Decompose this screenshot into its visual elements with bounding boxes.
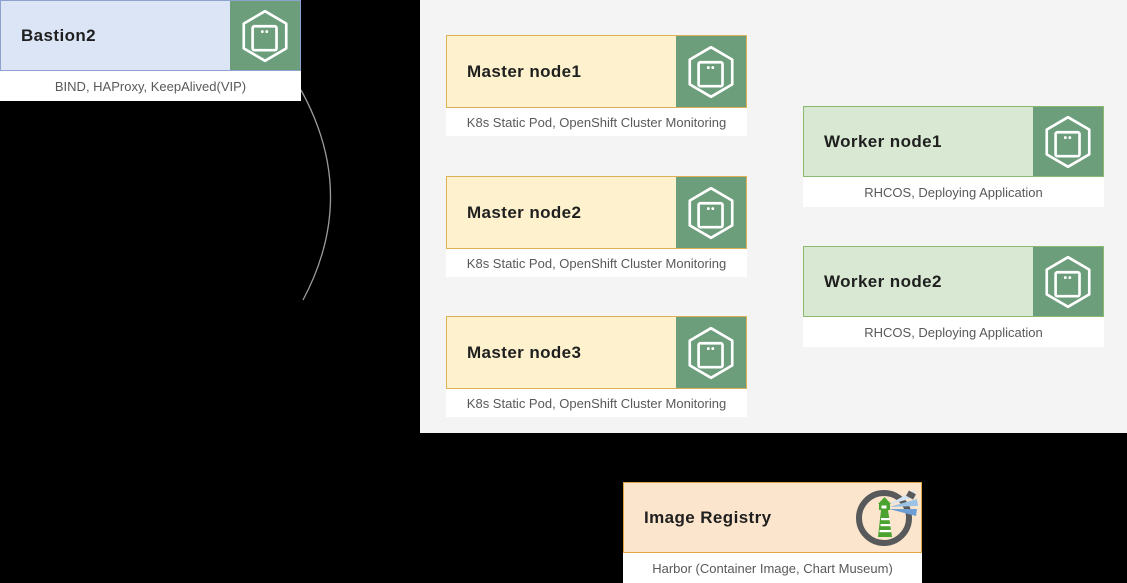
kubernetes-node-icon (676, 177, 746, 248)
node-bastion2-box: Bastion2 (0, 0, 301, 71)
node-subtitle: K8s Static Pod, OpenShift Cluster Monito… (446, 108, 747, 136)
node-title: Worker node1 (824, 131, 942, 151)
node-subtitle: RHCOS, Deploying Application (803, 177, 1104, 207)
node-master3: Master node3 K8s Static Pod, OpenShift C… (446, 316, 747, 417)
node-title: Master node2 (467, 202, 582, 222)
node-worker1: Worker node1 RHCOS, Deploying Applicatio… (803, 106, 1104, 207)
node-title: Bastion2 (21, 25, 96, 45)
node-title: Worker node2 (824, 271, 942, 291)
node-master1-box: Master node1 (446, 35, 747, 108)
node-title: Image Registry (644, 507, 772, 527)
kubernetes-node-icon (676, 36, 746, 107)
node-image-registry: Image Registry Harbor (Cont (623, 482, 922, 583)
node-worker1-box: Worker node1 (803, 106, 1104, 177)
kubernetes-node-icon (1033, 247, 1103, 316)
node-master2-box: Master node2 (446, 176, 747, 249)
node-master2: Master node2 K8s Static Pod, OpenShift C… (446, 176, 747, 277)
node-subtitle: K8s Static Pod, OpenShift Cluster Monito… (446, 249, 747, 277)
harbor-logo-icon (851, 483, 921, 552)
node-title: Master node3 (467, 342, 582, 362)
kubernetes-node-icon (676, 317, 746, 388)
node-master3-box: Master node3 (446, 316, 747, 389)
node-subtitle: Harbor (Container Image, Chart Museum) (623, 553, 922, 583)
node-title: Master node1 (467, 61, 582, 81)
node-worker2: Worker node2 RHCOS, Deploying Applicatio… (803, 246, 1104, 347)
node-worker2-box: Worker node2 (803, 246, 1104, 317)
node-image-registry-box: Image Registry (623, 482, 922, 553)
bastion-connector-arc (300, 89, 332, 301)
node-subtitle: K8s Static Pod, OpenShift Cluster Monito… (446, 389, 747, 417)
node-bastion2: Bastion2 BIND, HAProxy, KeepAlived(VIP) (0, 0, 301, 101)
kubernetes-node-icon (1033, 107, 1103, 176)
node-subtitle: BIND, HAProxy, KeepAlived(VIP) (0, 71, 301, 101)
node-subtitle: RHCOS, Deploying Application (803, 317, 1104, 347)
node-master1: Master node1 K8s Static Pod, OpenShift C… (446, 35, 747, 136)
kubernetes-node-icon (230, 1, 300, 70)
